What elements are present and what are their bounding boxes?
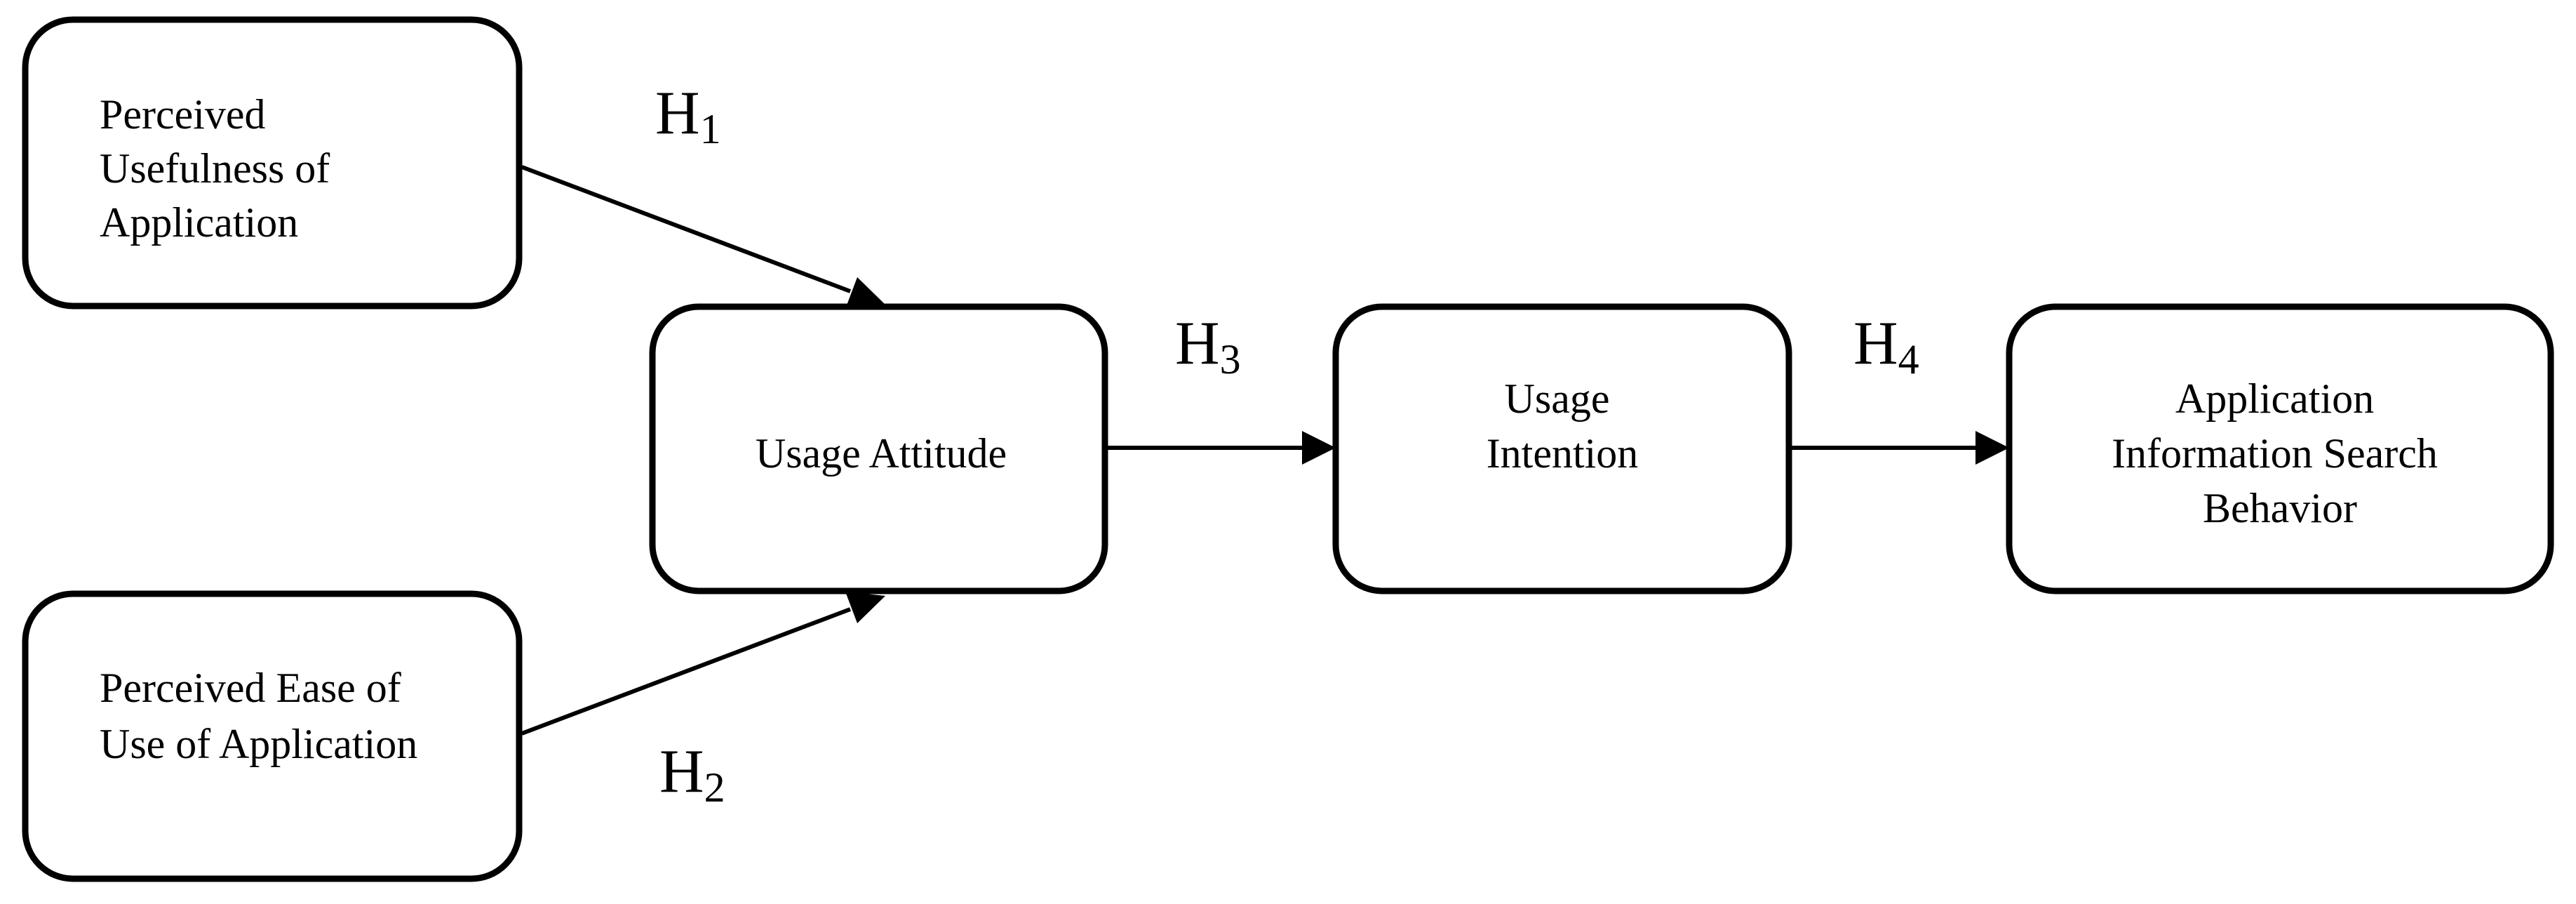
edge-usefulness-to-attitude xyxy=(521,165,885,309)
hypothesis-label-h1: H1 xyxy=(655,79,721,152)
node-label-line: Information Search xyxy=(2112,430,2438,477)
arrow-head xyxy=(845,592,885,623)
arrow-head xyxy=(1302,431,1336,465)
edge-line xyxy=(521,607,852,736)
arrow-head xyxy=(1975,431,2009,465)
hypothesis-subscript: 4 xyxy=(1898,336,1919,383)
hypothesis-subscript: 2 xyxy=(704,764,725,811)
node-label: Usage Attitude xyxy=(756,430,1007,477)
node-perceived-usefulness: Perceived Usefulness of Application xyxy=(22,16,523,310)
node-label-line: Perceived xyxy=(100,91,266,138)
hypothesis-subscript: 3 xyxy=(1220,336,1241,383)
node-information-search-behavior: Application Information Search Behavior xyxy=(2006,303,2554,594)
hypothesis-letter: H xyxy=(1175,310,1220,378)
hypothesis-letter: H xyxy=(659,738,704,806)
node-label: Perceived Ease of Use of Application xyxy=(100,665,417,767)
hypothesis-letter: H xyxy=(1853,310,1898,378)
node-box xyxy=(22,16,523,310)
node-label-line: Application xyxy=(2175,375,2374,422)
node-box xyxy=(1332,303,1792,594)
node-label-line: Usefulness of xyxy=(100,145,330,192)
hypothesis-label-h3: H3 xyxy=(1175,310,1241,383)
edges xyxy=(521,165,2009,736)
node-label-line: Behavior xyxy=(2203,485,2357,531)
node-label: Perceived Usefulness of Application xyxy=(100,91,340,246)
node-box xyxy=(22,590,523,882)
node-label: Application Information Search Behavior xyxy=(2112,375,2448,531)
node-label-line: Usage Attitude xyxy=(756,430,1007,477)
node-usage-intention: Usage Intention xyxy=(1332,303,1792,594)
edge-ease-to-attitude xyxy=(521,592,885,736)
node-label-line: Usage xyxy=(1505,375,1610,422)
node-box xyxy=(649,303,1108,594)
node-usage-attitude: Usage Attitude xyxy=(649,303,1108,594)
node-label-line: Application xyxy=(100,199,298,246)
node-label-line: Perceived Ease of xyxy=(100,665,401,711)
node-perceived-ease-of-use: Perceived Ease of Use of Application xyxy=(22,590,523,882)
node-label-line: Use of Application xyxy=(100,721,417,767)
node-label-line: Intention xyxy=(1487,430,1639,477)
node-box xyxy=(2006,303,2554,594)
hypothesis-subscript: 1 xyxy=(700,106,721,152)
edge-line xyxy=(521,165,852,293)
edge-intention-to-search xyxy=(1789,431,2009,465)
hypothesis-label-h4: H4 xyxy=(1853,310,1919,383)
arrow-head xyxy=(845,277,885,309)
hypothesis-letter: H xyxy=(655,79,700,147)
edge-attitude-to-intention xyxy=(1105,431,1336,465)
node-label: Usage Intention xyxy=(1487,375,1639,477)
hypothesis-label-h2: H2 xyxy=(659,738,725,811)
